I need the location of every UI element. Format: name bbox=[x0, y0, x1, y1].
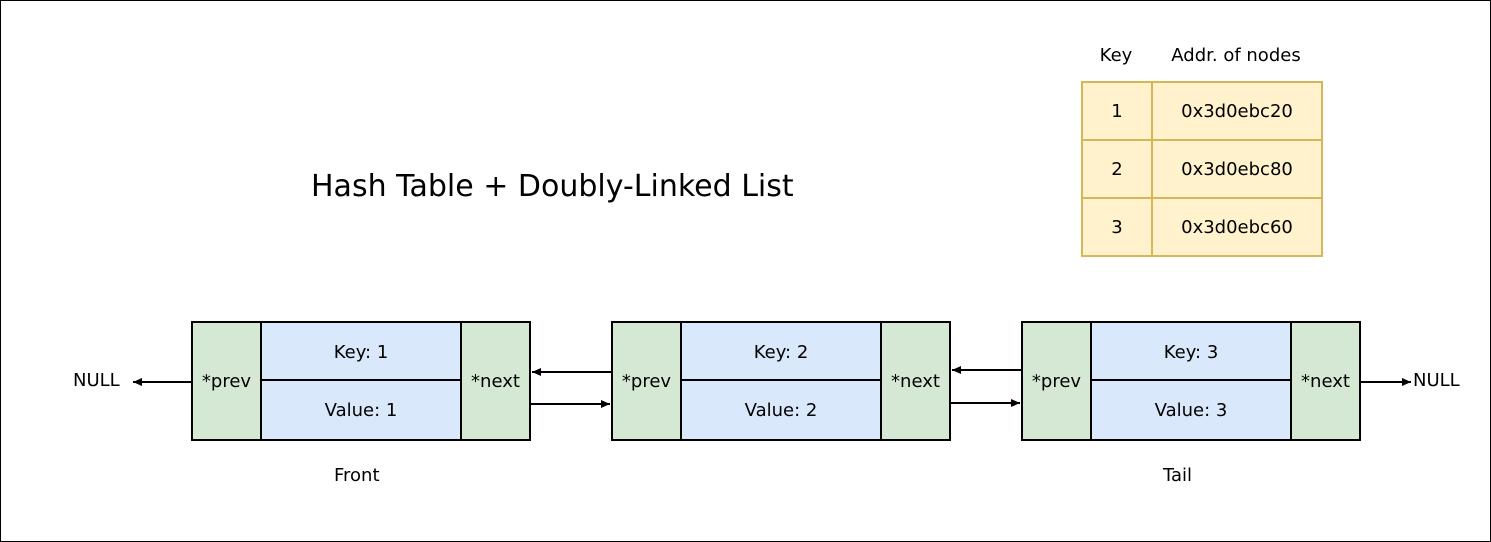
null-right-label: NULL bbox=[1413, 370, 1460, 391]
node-key: Key: 2 bbox=[680, 321, 882, 383]
node-prev-pointer: *prev bbox=[611, 321, 682, 441]
hash-table-addr-cell: 0x3d0ebc60 bbox=[1151, 197, 1323, 257]
node-prev-pointer: *prev bbox=[191, 321, 262, 441]
tail-label: Tail bbox=[1163, 465, 1193, 486]
node-next-pointer: *next bbox=[880, 321, 951, 441]
hash-table-row: 2 0x3d0ebc80 bbox=[1081, 139, 1323, 199]
hash-table-key-cell: 2 bbox=[1081, 139, 1153, 199]
hash-table-row: 1 0x3d0ebc20 bbox=[1081, 81, 1323, 141]
node-value: Value: 2 bbox=[680, 379, 882, 441]
node-value: Value: 1 bbox=[260, 379, 462, 441]
list-node-2: *prev Key: 2 Value: 2 *next bbox=[611, 321, 951, 441]
list-node-1: *prev Key: 1 Value: 1 *next bbox=[191, 321, 531, 441]
node-key: Key: 3 bbox=[1090, 321, 1292, 383]
node-next-pointer: *next bbox=[460, 321, 531, 441]
node-next-pointer: *next bbox=[1290, 321, 1361, 441]
hash-table-key-header: Key bbox=[1099, 45, 1133, 66]
node-key: Key: 1 bbox=[260, 321, 462, 383]
front-label: Front bbox=[334, 465, 380, 486]
hash-table-key-cell: 1 bbox=[1081, 81, 1153, 141]
node-prev-pointer: *prev bbox=[1021, 321, 1092, 441]
node-value: Value: 3 bbox=[1090, 379, 1292, 441]
diagram-title: Hash Table + Doubly-Linked List bbox=[311, 169, 794, 204]
null-left-label: NULL bbox=[73, 370, 120, 391]
hash-table-addr-header: Addr. of nodes bbox=[1171, 45, 1301, 66]
hash-table-addr-cell: 0x3d0ebc80 bbox=[1151, 139, 1323, 199]
list-node-3: *prev Key: 3 Value: 3 *next bbox=[1021, 321, 1361, 441]
hash-table-addr-cell: 0x3d0ebc20 bbox=[1151, 81, 1323, 141]
hash-table-row: 3 0x3d0ebc60 bbox=[1081, 197, 1323, 257]
hash-table-key-cell: 3 bbox=[1081, 197, 1153, 257]
hash-table: 1 0x3d0ebc20 2 0x3d0ebc80 3 0x3d0ebc60 bbox=[1081, 81, 1323, 257]
